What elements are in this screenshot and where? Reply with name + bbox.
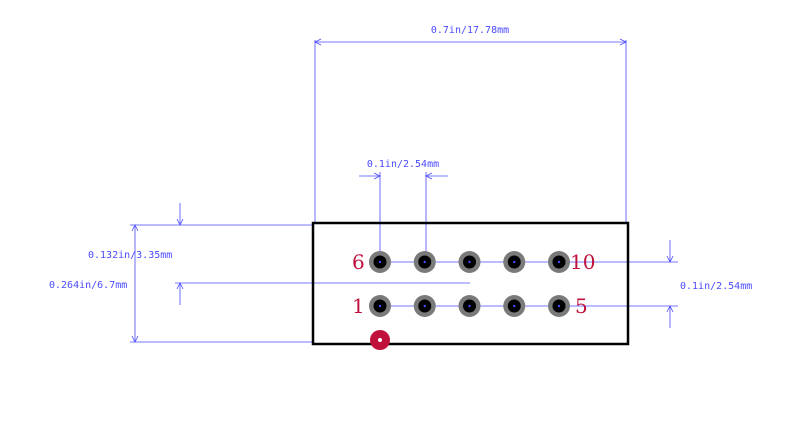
pin-label-bottom-left: 1 — [352, 294, 365, 318]
arrow-top — [666, 255, 674, 263]
arrow-bottom — [176, 282, 184, 290]
pad-center — [513, 304, 516, 308]
pin-pitch-label: 0.1in/2.54mm — [367, 159, 439, 170]
arrow-bottom — [666, 305, 674, 313]
silkscreen-outline — [312, 222, 629, 345]
arrow-in-left — [373, 172, 381, 180]
dim-overall-width — [314, 38, 627, 222]
row-pitch-label: 0.1in/2.54mm — [680, 281, 752, 292]
pad-center — [378, 260, 382, 264]
pad-1 — [369, 295, 391, 317]
arrow-top — [131, 224, 139, 232]
pad-group — [369, 251, 570, 317]
pad-center — [468, 260, 471, 264]
dim-row-offset — [175, 203, 470, 305]
dim-overall-height — [130, 224, 313, 343]
pad-10 — [548, 251, 570, 273]
pad-8 — [458, 251, 481, 273]
pad-2 — [413, 295, 436, 317]
pad-4 — [503, 295, 526, 317]
pin1-marker-dot — [378, 338, 382, 342]
arrow-top — [176, 218, 184, 226]
pad-5 — [548, 295, 570, 317]
dim-pin-pitch — [359, 172, 448, 262]
pad-center — [557, 304, 561, 308]
arrow-left — [314, 38, 322, 46]
pin-label-bottom-right: 5 — [575, 294, 588, 318]
arrow-right — [619, 38, 627, 46]
pad-9 — [503, 251, 526, 273]
pad-center — [423, 304, 426, 308]
pad-center — [468, 304, 471, 308]
pad-3 — [458, 295, 481, 317]
pad-center — [513, 260, 516, 264]
dim-row-pitch — [560, 240, 678, 328]
pad-7 — [413, 251, 436, 273]
overall-height-label: 0.264in/6.7mm — [49, 280, 127, 291]
row-offset-label: 0.132in/3.35mm — [88, 250, 172, 261]
pad-center — [557, 260, 561, 264]
pad-center — [378, 304, 382, 308]
pin-label-top-right: 10 — [570, 250, 595, 274]
pad-6 — [369, 251, 391, 273]
arrow-bottom — [131, 335, 139, 343]
pin-label-top-left: 6 — [352, 250, 365, 274]
arrow-in-right — [425, 172, 433, 180]
pad-center — [423, 260, 426, 264]
body-outline — [311, 221, 630, 346]
overall-width-label: 0.7in/17.78mm — [431, 25, 509, 36]
